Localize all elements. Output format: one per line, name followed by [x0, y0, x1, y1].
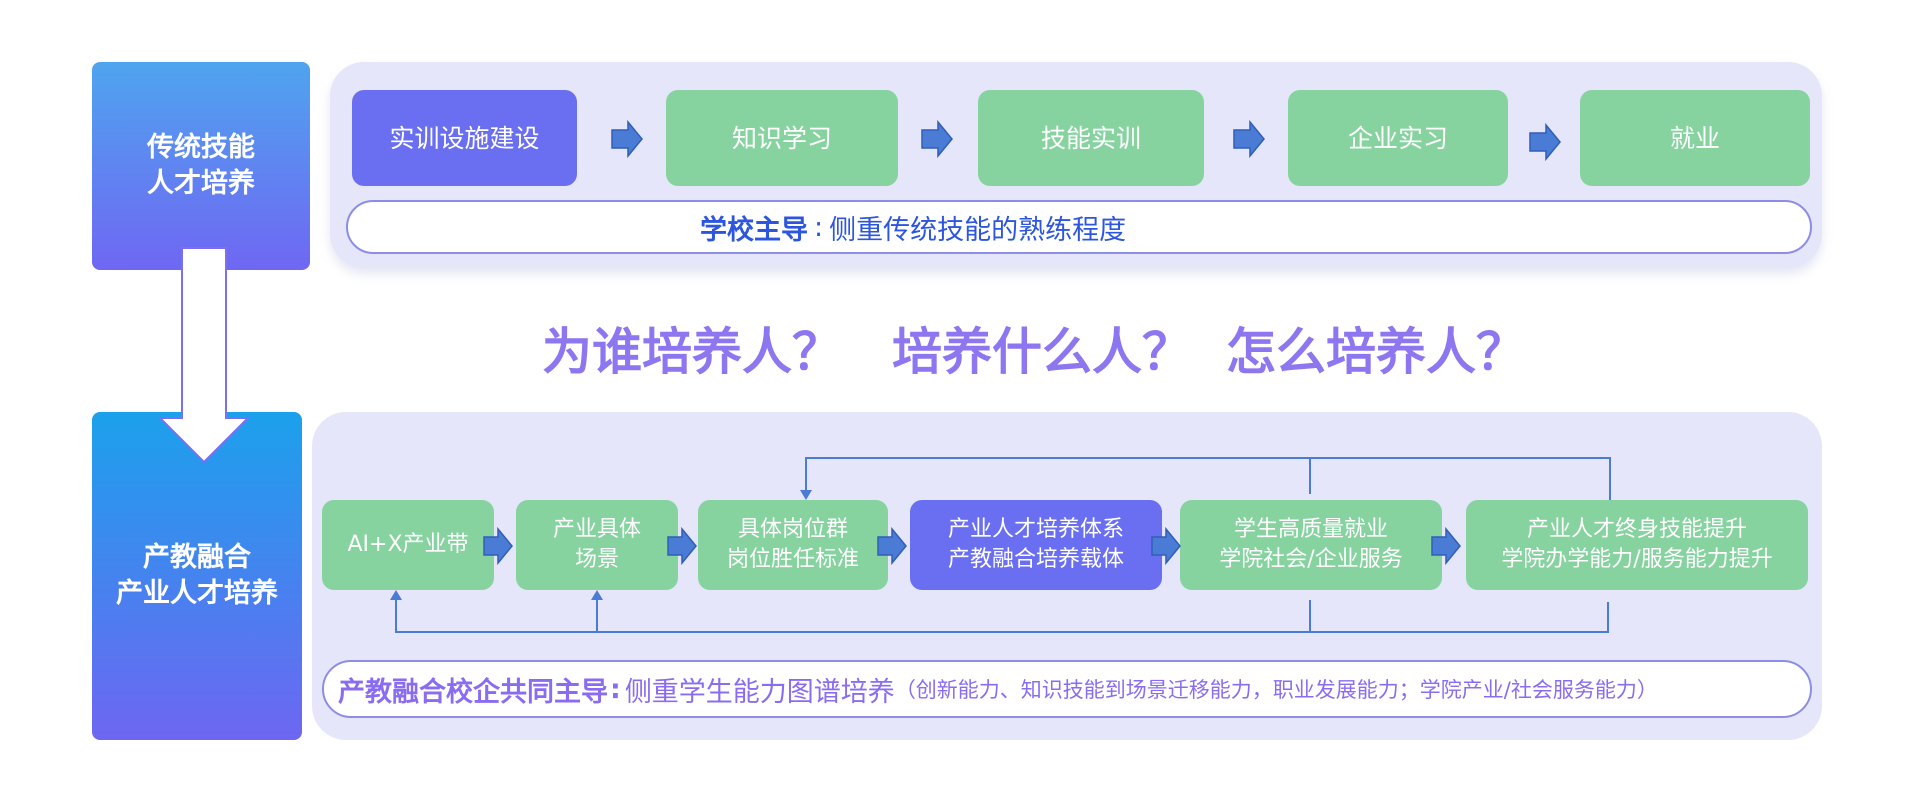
feedback-arrowhead-top	[800, 490, 812, 500]
bottom-step-scenario: 产业具体 场景	[516, 500, 678, 590]
top-arrow-1	[611, 119, 643, 159]
top-step-knowledge: 知识学习	[666, 90, 898, 186]
bottom-step-training-system: 产业人才培养体系 产教融合培养载体	[910, 500, 1162, 590]
feedback-arrowhead-scenario	[591, 590, 603, 600]
question-what-people: 培养什么人？	[892, 323, 1192, 381]
joint-lead-note: 产教融合校企共同主导:侧重学生能力图谱培养（创新能力、知识技能到场景迁移能力，职…	[322, 660, 1812, 718]
question-for-whom: 为谁培养人？	[542, 323, 842, 381]
bottom-step-lifelong-skills: 产业人才终身技能提升 学院办学能力/服务能力提升	[1466, 500, 1808, 590]
bottom-arrow-2	[667, 526, 697, 566]
school-lead-text: 侧重传统技能的熟练程度	[829, 214, 1127, 246]
bottom-arrow-3	[877, 526, 907, 566]
joint-lead-separator: :	[610, 673, 621, 705]
feedback-loop-top	[805, 457, 1611, 500]
school-lead-note: 学校主导:侧重传统技能的熟练程度	[346, 200, 1812, 254]
top-arrow-3	[1233, 119, 1265, 159]
top-step-skill: 技能实训	[978, 90, 1204, 186]
joint-lead-label: 产教融合校企共同主导	[338, 676, 608, 708]
bottom-step-employment-service: 学生高质量就业 学院社会/企业服务	[1180, 500, 1442, 590]
joint-lead-detail: （创新能力、知识技能到场景迁移能力，职业发展能力；学院产业/社会服务能力）	[894, 678, 1658, 702]
industry-integration-label: 产教融合 产业人才培养	[92, 412, 302, 740]
school-lead-separator: :	[814, 211, 824, 243]
top-step-employment: 就业	[1580, 90, 1810, 186]
bottom-arrow-4	[1151, 526, 1181, 566]
bottom-arrow-1	[483, 526, 513, 566]
bottom-step-ai-industry-belt: AI+X产业带	[322, 500, 494, 590]
feedback-arrowhead-ai	[390, 590, 402, 600]
school-lead-label: 学校主导	[700, 214, 808, 246]
top-arrow-2	[921, 119, 953, 159]
feedback-loop-bottom	[395, 598, 1609, 633]
transition-down-arrow	[157, 247, 251, 464]
joint-lead-text: 侧重学生能力图谱培养	[624, 676, 895, 708]
top-step-internship: 企业实习	[1288, 90, 1508, 186]
question-how: 怎么培养人？	[1226, 323, 1526, 381]
top-arrow-4	[1529, 122, 1561, 162]
bottom-arrow-5	[1431, 526, 1461, 566]
bottom-step-job-standards: 具体岗位群 岗位胜任标准	[698, 500, 888, 590]
top-step-facility: 实训设施建设	[352, 90, 577, 186]
traditional-training-label: 传统技能 人才培养	[92, 62, 310, 270]
